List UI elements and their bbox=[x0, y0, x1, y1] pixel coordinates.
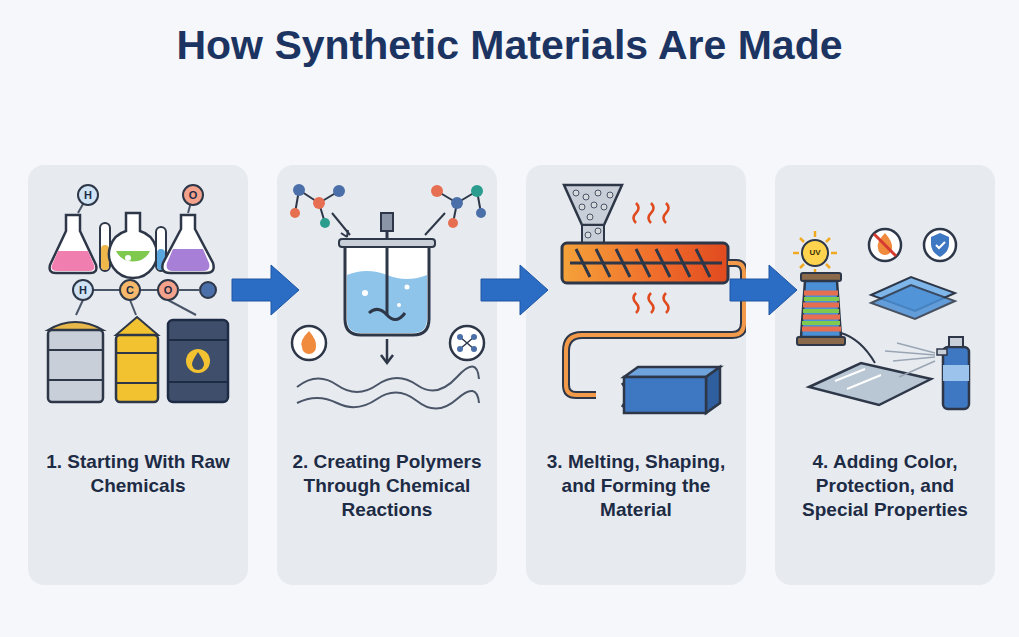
element-symbol: H bbox=[79, 285, 87, 296]
step-panel: 4. Adding Color, Protection, and Special… bbox=[775, 165, 995, 585]
step-illustration bbox=[775, 165, 995, 435]
flow-arrow bbox=[481, 265, 548, 315]
flow-arrow bbox=[232, 265, 299, 315]
step-illustration bbox=[526, 165, 746, 435]
step-illustration bbox=[28, 165, 248, 435]
step-caption: 3. Melting, Shaping, and Forming the Mat… bbox=[534, 450, 738, 521]
step-illustration bbox=[277, 165, 497, 435]
step-panel: 1. Starting With Raw Chemicals H O H C O bbox=[28, 165, 248, 585]
step-panel: 3. Melting, Shaping, and Forming the Mat… bbox=[526, 165, 746, 585]
element-symbol: O bbox=[164, 285, 173, 296]
step-caption: 1. Starting With Raw Chemicals bbox=[36, 450, 240, 498]
uv-symbol-label: UV bbox=[809, 249, 820, 257]
diagram-title: How Synthetic Materials Are Made bbox=[0, 22, 1019, 69]
step-caption: 4. Adding Color, Protection, and Special… bbox=[783, 450, 987, 521]
element-symbol: O bbox=[189, 190, 198, 201]
flow-arrow bbox=[730, 265, 797, 315]
element-symbol: C bbox=[126, 285, 134, 296]
step-caption: 2. Creating Polymers Through Chemical Re… bbox=[285, 450, 489, 521]
element-symbol: H bbox=[84, 190, 92, 201]
step-panel: 2. Creating Polymers Through Chemical Re… bbox=[277, 165, 497, 585]
